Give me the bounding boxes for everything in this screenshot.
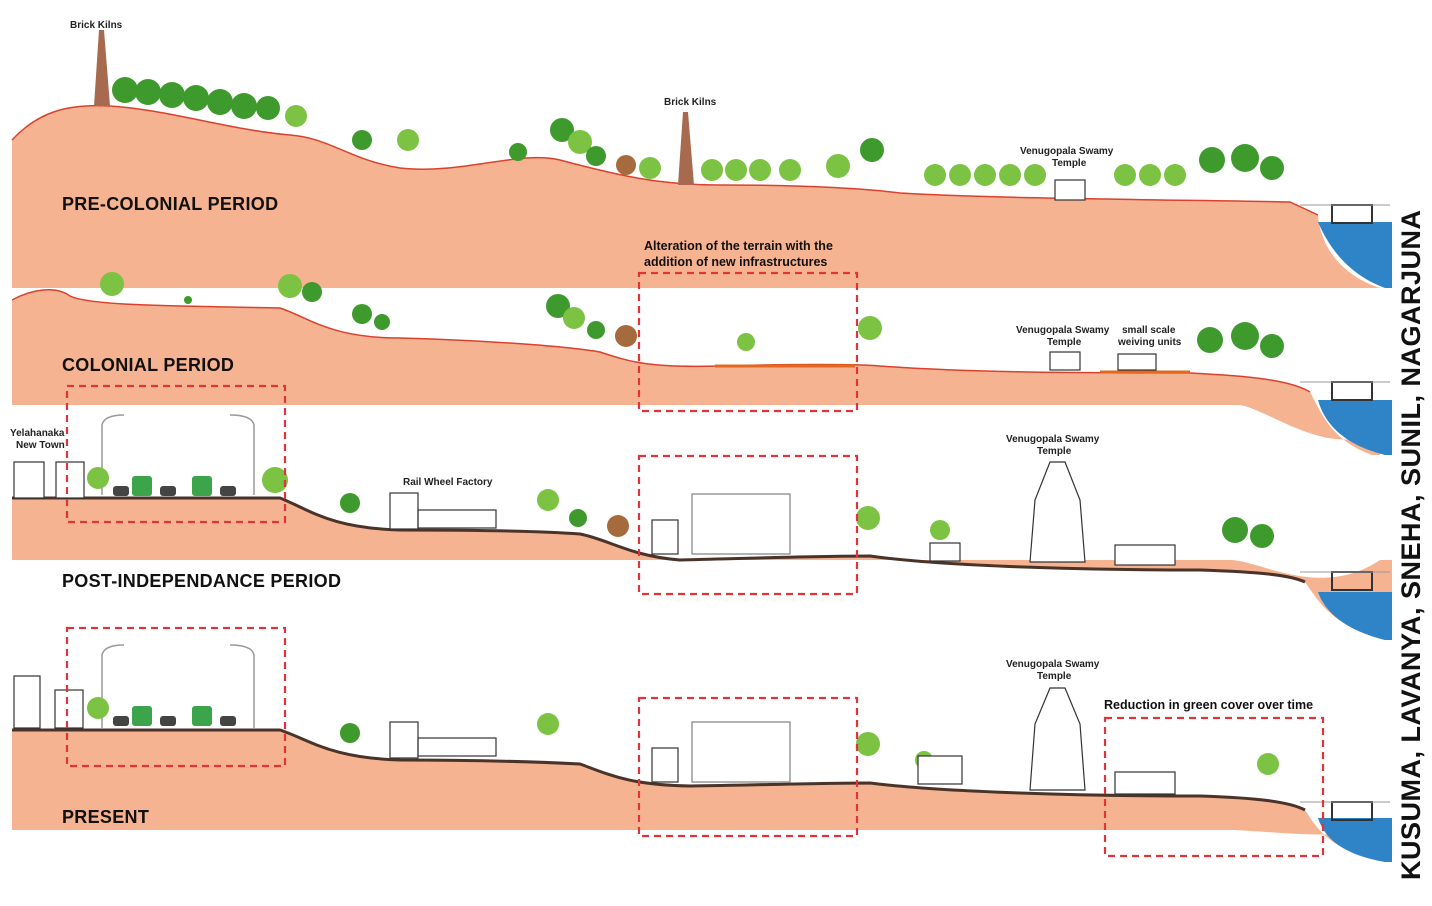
- building-icon: [55, 461, 85, 499]
- terrain-alteration-label: Alteration of the terrain with the: [644, 239, 833, 253]
- water-pre-colonial: [1318, 222, 1392, 288]
- highlight-box-infrastructure: [637, 454, 859, 596]
- highlight-box-town: [65, 384, 287, 524]
- building-icon: [13, 675, 41, 729]
- terrain-alteration-label: addition of new infrastructures: [644, 255, 827, 269]
- brick-kiln-chimney-icon: [678, 112, 694, 185]
- period-title: POST-INDEPENDANCE PERIOD: [62, 571, 341, 591]
- temple-label: Venugopala Swamy: [1016, 325, 1110, 336]
- building-icon: [651, 519, 679, 555]
- town-label: Yelahanaka: [10, 428, 65, 439]
- highlight-box-town: [65, 626, 287, 768]
- highlight-box-infrastructure: [637, 696, 859, 838]
- metro-station-icon: [691, 721, 791, 783]
- brick-kilns-label: Brick Kilns: [664, 97, 717, 108]
- water-post-independence: [1318, 592, 1392, 640]
- street-lamp-icon: [101, 414, 125, 495]
- brick-kiln-chimney-icon: [94, 30, 110, 106]
- water-colonial: [1318, 400, 1392, 455]
- terrain-colonial: [12, 289, 1380, 455]
- highlight-box-green-cover: [1103, 716, 1325, 858]
- temple-label: Venugopala Swamy: [1006, 659, 1100, 670]
- street-lamp-icon: [101, 644, 125, 728]
- building-icon: [651, 747, 679, 783]
- car-icon: [113, 716, 129, 726]
- section-pre-colonial: PRE-COLONIAL PERIOD Brick Kilns Brick Ki…: [11, 20, 1392, 288]
- terrain-post-independence: [12, 498, 1392, 640]
- tree-cluster-icon: [100, 272, 1284, 358]
- road-line-present: [12, 728, 1306, 812]
- period-title: PRE-COLONIAL PERIOD: [62, 194, 278, 214]
- building-icon: [1114, 771, 1176, 795]
- bridge-present: [1331, 801, 1373, 821]
- bus-icon: [192, 706, 212, 726]
- street-lamp-icon: [229, 414, 255, 495]
- temple-icon: [1054, 179, 1086, 201]
- rail-wheel-factory-label: Rail Wheel Factory: [403, 477, 493, 488]
- car-icon: [220, 716, 236, 726]
- temple-icon: [1049, 351, 1081, 371]
- section-post-independence: POST-INDEPENDANCE PERIOD Yelahanaka New …: [10, 384, 1392, 640]
- bus-icon: [192, 476, 212, 496]
- weaving-units-label: weiving units: [1117, 337, 1182, 348]
- terrain-line-pre-colonial: [11, 104, 1319, 216]
- temple-label: Venugopala Swamy: [1006, 434, 1100, 445]
- temple-label: Venugopala Swamy: [1020, 146, 1114, 157]
- temple-label: Temple: [1052, 158, 1087, 169]
- bus-icon: [132, 706, 152, 726]
- car-icon: [220, 486, 236, 496]
- road-line-post-independence: [12, 496, 1306, 584]
- highlight-box-infrastructure: [637, 271, 859, 413]
- rail-shed-icon: [417, 737, 497, 757]
- rail-shed-icon: [417, 509, 497, 529]
- rail-wheel-factory-icon: [389, 492, 419, 530]
- building-icon: [917, 755, 963, 785]
- weaving-units-label: small scale: [1122, 325, 1176, 336]
- temple-label: Temple: [1047, 337, 1082, 348]
- car-icon: [113, 486, 129, 496]
- building-icon: [13, 461, 45, 499]
- authors-credit: KUSUMA, LAVANYA, SNEHA, SUNIL, NAGARJUNA: [1396, 209, 1426, 880]
- metro-station-icon: [691, 493, 791, 555]
- bus-icon: [132, 476, 152, 496]
- rail-wheel-factory-icon: [389, 721, 419, 759]
- tree-cluster-icon: [112, 77, 1284, 186]
- period-title: PRESENT: [62, 807, 149, 827]
- period-title: COLONIAL PERIOD: [62, 355, 234, 375]
- weaving-unit-icon: [1114, 544, 1176, 566]
- car-icon: [160, 716, 176, 726]
- bridge-pre-colonial: [1331, 204, 1373, 224]
- temple-label: Temple: [1037, 446, 1072, 457]
- bridge-colonial: [1331, 381, 1373, 401]
- car-icon: [160, 486, 176, 496]
- temple-label: Temple: [1037, 671, 1072, 682]
- weaving-unit-icon: [1117, 353, 1157, 371]
- brick-kilns-label: Brick Kilns: [70, 20, 123, 31]
- terrain-present: [12, 730, 1392, 862]
- terrain-line-colonial: [11, 289, 1311, 393]
- town-label: New Town: [16, 440, 65, 451]
- temple-tower-icon: [1029, 687, 1086, 791]
- building-icon: [54, 689, 84, 729]
- green-cover-reduction-label: Reduction in green cover over time: [1104, 698, 1313, 712]
- section-present: PRESENT Venugopala Swamy Temple Reductio…: [12, 626, 1392, 862]
- temple-tower-icon: [1029, 461, 1086, 563]
- building-icon: [929, 542, 961, 562]
- water-present: [1318, 818, 1392, 862]
- section-colonial: COLONIAL PERIOD Alteration of the terrai…: [11, 239, 1392, 455]
- terrain-pre-colonial: [12, 105, 1380, 288]
- street-lamp-icon: [229, 644, 255, 728]
